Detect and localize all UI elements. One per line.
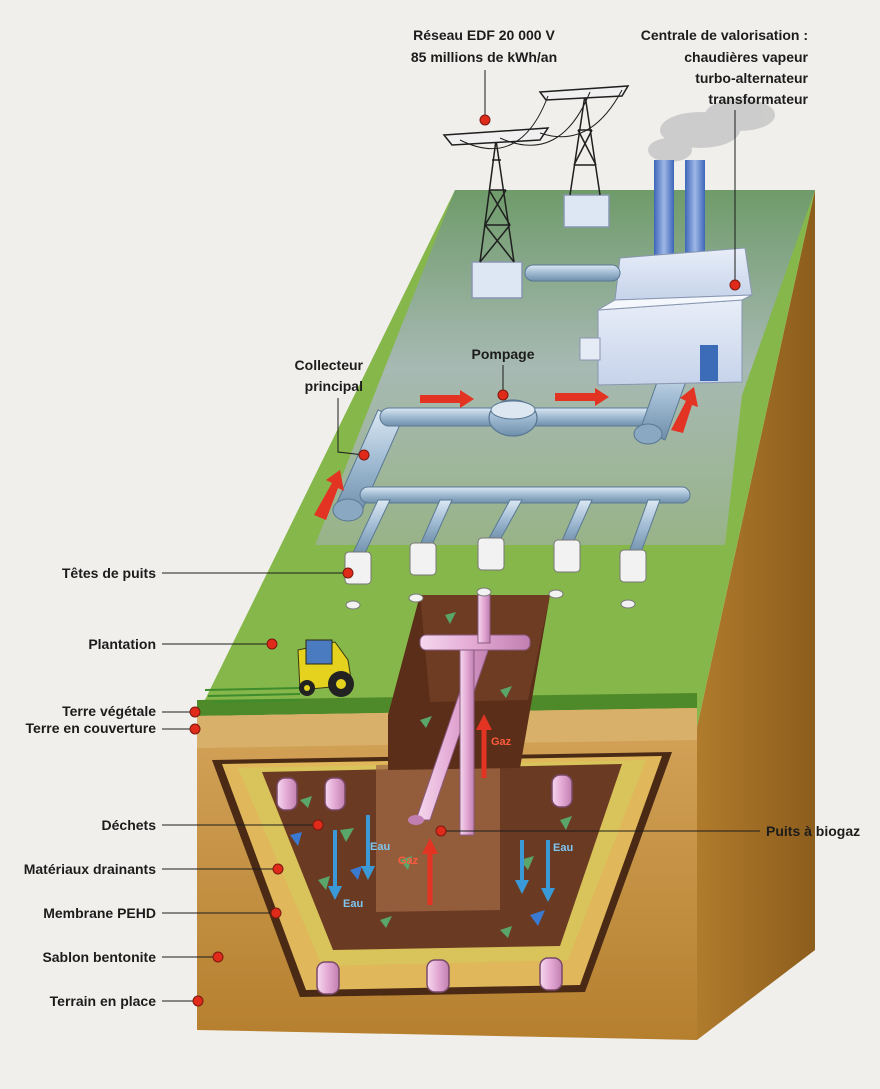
well-heads [344,537,647,610]
dot-pompage [497,389,509,401]
label-terrain-en-place: Terrain en place [50,993,157,1009]
dot-plantation [266,638,278,650]
dot-terrain [192,995,204,1007]
gas-arrow-2 [422,838,438,905]
dot-membrane [270,907,282,919]
gas-label-1: Gaz [491,736,512,748]
dot-tetes [342,567,354,579]
dot-materiaux [272,863,284,875]
steam-cloud [648,99,775,162]
bottom-drain-pipes [316,957,563,995]
dot-dechets [312,819,324,831]
dot-reseau [479,114,491,126]
water-arrow-2 [328,830,342,900]
main-building [597,299,743,386]
tractor [204,639,354,703]
building-door [700,345,718,381]
annex [579,337,601,361]
label-centrale-line3: turbo-alternateur [695,70,808,86]
dot-centrale [729,279,741,291]
block-side-face [697,190,815,1040]
label-centrale-line4: transformateur [708,91,808,107]
label-terre-couverture: Terre en couverture [26,720,157,736]
label-tetes-de-puits: Têtes de puits [62,565,156,581]
chimney-2 [685,160,705,280]
power-lines [459,89,623,149]
chimney-1 [654,160,674,280]
water-arrow-4 [541,840,555,902]
label-collecteur-line1: Collecteur [295,357,364,373]
water-arrow-1 [361,815,375,880]
label-materiaux-drainants: Matériaux drainants [24,861,156,877]
label-centrale-line1: Centrale de valorisation : [641,27,808,43]
label-reseau-line2: 85 millions de kWh/an [411,49,557,65]
label-collecteur-line2: principal [305,378,363,394]
gas-arrows [422,714,492,905]
pylons [442,85,630,299]
water-label-2: Eau [343,898,363,910]
dot-collecteur [358,449,370,461]
pipe-flow-arrows [314,387,698,520]
pylon-2 [538,85,630,196]
upper-drain-pipes [276,774,573,811]
water-arrows [328,815,555,902]
label-sablon-bentonite: Sablon bentonite [42,949,156,965]
label-dots [189,114,741,1007]
gas-label-2: Gaz [398,855,419,867]
label-pompage: Pompage [471,346,534,362]
biogas-well-pipes [408,594,531,836]
label-reseau-line1: Réseau EDF 20 000 V [413,27,555,43]
label-plantation: Plantation [88,636,156,652]
label-puits-biogaz: Puits à biogaz [766,823,860,839]
dot-terre-vegetale [189,706,201,718]
label-centrale-line2: chaudières vapeur [684,49,808,65]
water-label-3: Eau [553,842,573,854]
gas-arrow-1 [476,714,492,778]
lower-header-pipe [359,486,691,504]
label-terre-vegetale: Terre végétale [62,703,156,719]
pylon-1 [442,127,550,263]
dot-sablon [212,951,224,963]
dot-terre-couverture [189,723,201,735]
dot-puits [435,825,447,837]
power-plant [524,99,775,386]
water-arrow-3 [515,840,529,894]
waste-fragments-blue [290,832,545,926]
labels: Réseau EDF 20 000 V 85 millions de kWh/a… [24,27,860,1009]
label-membrane-pehd: Membrane PEHD [43,905,156,921]
water-label-1: Eau [370,841,390,853]
label-dechets: Déchets [102,817,157,833]
